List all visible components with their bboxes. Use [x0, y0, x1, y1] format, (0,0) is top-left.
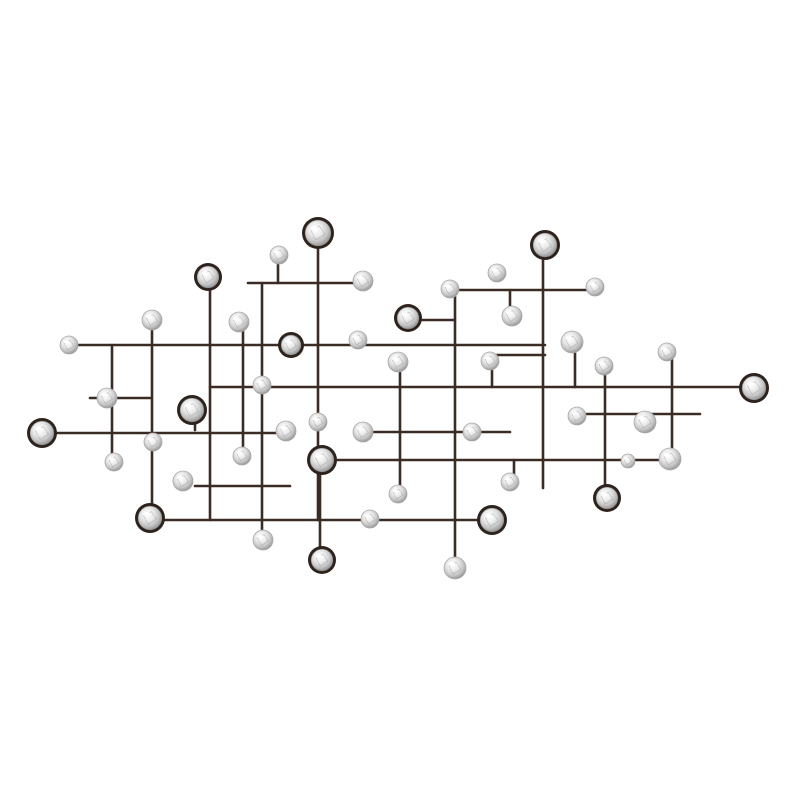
faceted-crystal	[141, 309, 163, 331]
faceted-crystal	[462, 422, 482, 442]
framed-crystal	[530, 230, 560, 260]
rod-framework	[40, 231, 757, 570]
framed-crystal	[27, 418, 57, 448]
faceted-crystal	[269, 245, 289, 265]
crystal-cluster	[27, 217, 769, 580]
faceted-crystal	[594, 356, 614, 376]
faceted-crystal	[143, 432, 163, 452]
faceted-crystal	[443, 556, 467, 580]
faceted-crystal	[500, 472, 520, 492]
faceted-crystal	[387, 351, 409, 373]
faceted-crystal	[560, 330, 584, 354]
framed-crystal	[194, 263, 222, 291]
faceted-crystal	[567, 406, 587, 426]
faceted-crystal	[658, 447, 682, 471]
faceted-crystal	[480, 351, 500, 371]
faceted-crystal	[252, 529, 274, 551]
faceted-crystal	[501, 305, 523, 327]
faceted-crystal	[657, 342, 677, 362]
faceted-crystal	[633, 410, 657, 434]
framed-crystal	[593, 484, 621, 512]
faceted-crystal	[585, 277, 605, 297]
faceted-crystal	[172, 470, 194, 492]
framed-crystal	[302, 217, 334, 249]
faceted-crystal	[308, 412, 328, 432]
framed-crystal	[278, 332, 304, 358]
faceted-crystal	[59, 335, 79, 355]
faceted-crystal	[352, 270, 374, 292]
faceted-crystal	[348, 330, 368, 350]
framed-crystal	[308, 546, 336, 574]
faceted-crystal	[232, 446, 252, 466]
faceted-crystal	[352, 421, 374, 443]
faceted-crystal	[487, 263, 507, 283]
framed-crystal	[177, 395, 207, 425]
faceted-crystal	[620, 453, 636, 469]
framed-crystal	[394, 304, 422, 332]
faceted-crystal	[252, 375, 272, 395]
faceted-crystal	[388, 484, 408, 504]
faceted-crystal	[275, 420, 297, 442]
faceted-crystal	[360, 509, 380, 529]
framed-crystal	[135, 503, 165, 533]
framed-crystal	[307, 445, 337, 475]
framed-crystal	[477, 505, 507, 535]
faceted-crystal	[440, 279, 460, 299]
faceted-crystal	[96, 387, 118, 409]
faceted-crystal	[228, 311, 250, 333]
faceted-crystal	[104, 452, 124, 472]
framed-crystal	[739, 373, 769, 403]
